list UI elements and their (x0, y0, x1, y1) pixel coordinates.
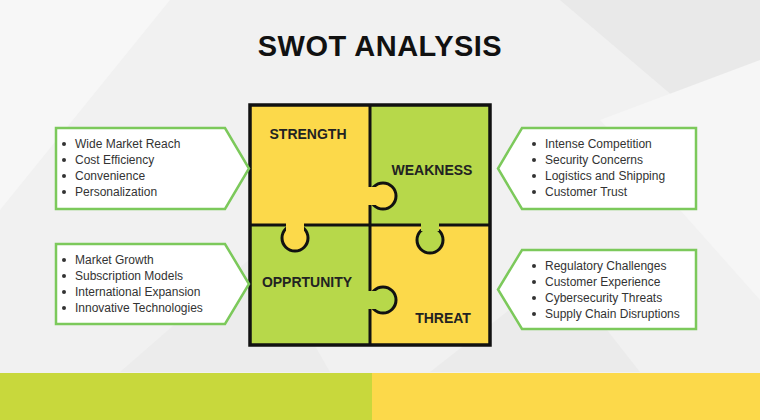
bullet-item: Cost Efficiency (62, 152, 250, 168)
bullet-item: Convenience (62, 168, 250, 184)
bullet-dot (62, 158, 66, 162)
bullet-item: Wide Market Reach (62, 136, 250, 152)
callout-shape (498, 250, 696, 329)
bullet-item: Market Growth (62, 252, 250, 268)
bullet-text: Cybersecurity Threats (545, 291, 662, 305)
bullet-text: Subscription Models (75, 269, 183, 283)
bullet-item: Security Concerns (532, 152, 697, 168)
bullet-callout: Intense CompetitionSecurity ConcernsLogi… (497, 127, 697, 210)
bullet-text: Cost Efficiency (75, 153, 154, 167)
quadrant-label: OPPRTUNITY (262, 274, 352, 290)
puzzle-piece (250, 225, 370, 345)
bullet-text: Intense Competition (545, 137, 652, 151)
callout-shape (498, 128, 696, 209)
puzzle-piece (370, 105, 490, 225)
quadrant-label: THREAT (415, 310, 471, 326)
bullet-item: Personalization (62, 184, 250, 200)
bullet-dot (532, 280, 536, 284)
swot-quadrant: WEAKNESS (370, 105, 490, 225)
bullet-callout: Regulatory ChallengesCustomer Experience… (497, 249, 697, 330)
bullet-callout: Market GrowthSubscription ModelsInternat… (55, 243, 250, 325)
bullet-text: Convenience (75, 169, 145, 183)
bullet-text: Personalization (75, 185, 157, 199)
puzzle-piece (250, 105, 370, 225)
swot-quadrant: OPPRTUNITY (250, 225, 370, 345)
bullet-dot (532, 264, 536, 268)
puzzle-knob-neck (364, 187, 376, 205)
puzzle-knob-neck (421, 219, 439, 231)
bullet-list: Regulatory ChallengesCustomer Experience… (497, 249, 697, 322)
bullet-dot (532, 312, 536, 316)
puzzle-border (250, 105, 490, 345)
bullet-text: Regulatory Challenges (545, 259, 666, 273)
bullet-dot (532, 190, 536, 194)
bullet-dot (532, 174, 536, 178)
bullet-item: Intense Competition (532, 136, 697, 152)
puzzle-knob-neck (364, 291, 376, 309)
puzzle-knob-neck (286, 219, 304, 231)
bullet-item: Customer Trust (532, 184, 697, 200)
callout-shape (56, 244, 249, 324)
bg-triangle (0, 0, 170, 210)
bottom-band (0, 373, 372, 420)
bullet-dot (62, 258, 66, 262)
bullet-text: International Expansion (75, 285, 200, 299)
diagram-title: SWOT ANALYSIS (0, 30, 760, 63)
swot-quadrant: THREAT (370, 225, 490, 345)
bullet-text: Customer Trust (545, 185, 627, 199)
bullet-callout: Wide Market ReachCost EfficiencyConvenie… (55, 127, 250, 210)
bullet-item: Customer Experience (532, 274, 697, 290)
bullet-text: Wide Market Reach (75, 137, 180, 151)
bullet-dot (62, 190, 66, 194)
callout-shape (56, 128, 249, 209)
bullet-dot (62, 174, 66, 178)
bullet-item: International Expansion (62, 284, 250, 300)
puzzle-piece (370, 225, 490, 345)
bullet-list: Intense CompetitionSecurity ConcernsLogi… (497, 127, 697, 200)
bullet-list: Market GrowthSubscription ModelsInternat… (55, 243, 250, 316)
bullet-dot (532, 158, 536, 162)
bullet-text: Security Concerns (545, 153, 643, 167)
bullet-item: Regulatory Challenges (532, 258, 697, 274)
bullet-dot (62, 306, 66, 310)
bullet-dot (62, 142, 66, 146)
swot-quadrant: STRENGTH (250, 105, 370, 225)
bullet-item: Cybersecurity Threats (532, 290, 697, 306)
bullet-dot (532, 142, 536, 146)
quadrant-label: WEAKNESS (392, 162, 473, 178)
bullet-text: Logistics and Shipping (545, 169, 665, 183)
bottom-band (372, 373, 760, 420)
bullet-item: Supply Chain Disruptions (532, 306, 697, 322)
bullet-list: Wide Market ReachCost EfficiencyConvenie… (55, 127, 250, 200)
bullet-text: Customer Experience (545, 275, 660, 289)
bullet-dot (62, 274, 66, 278)
bullet-item: Innovative Technologies (62, 300, 250, 316)
bullet-text: Innovative Technologies (75, 301, 203, 315)
bullet-item: Logistics and Shipping (532, 168, 697, 184)
bullet-dot (62, 290, 66, 294)
bullet-item: Subscription Models (62, 268, 250, 284)
bullet-text: Market Growth (75, 253, 154, 267)
quadrant-label: STRENGTH (270, 126, 347, 142)
bullet-dot (532, 296, 536, 300)
bullet-text: Supply Chain Disruptions (545, 307, 680, 321)
